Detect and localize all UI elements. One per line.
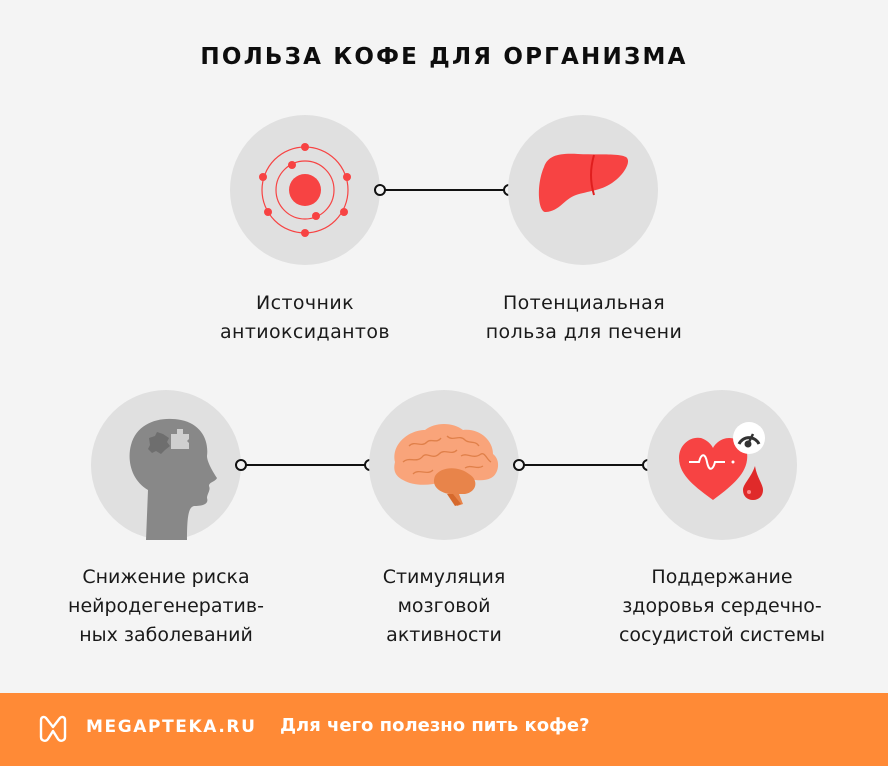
label-antioxidants: Источник антиоксидантов xyxy=(219,292,391,343)
head-puzzle-icon xyxy=(129,418,217,540)
atom-icon xyxy=(259,143,351,237)
connector-top xyxy=(374,184,515,196)
megapteka-logo-icon[interactable] xyxy=(38,715,68,743)
label-liver: Потенциальная польза для печени xyxy=(485,292,683,343)
connector-bottom-right xyxy=(513,459,654,471)
liver-circle xyxy=(508,115,658,265)
footer-banner: MEGAPTEKA.RU Для чего полезно пить кофе? xyxy=(0,693,888,766)
neuro-circle xyxy=(91,390,241,540)
brain-icon xyxy=(394,424,499,506)
footer-tagline: Для чего полезно пить кофе? xyxy=(280,715,590,736)
page-title: ПОЛЬЗА КОФЕ ДЛЯ ОРГАНИЗМА xyxy=(200,44,688,70)
label-brain: Стимуляция мозговой активности xyxy=(382,566,506,646)
antioxidants-circle xyxy=(230,115,380,265)
brand-name[interactable]: MEGAPTEKA.RU xyxy=(86,717,257,737)
heart-circle xyxy=(647,390,797,540)
label-neuro: Снижение риска нейродегенератив- ных заб… xyxy=(68,566,264,646)
label-heart: Поддержание здоровья сердечно- сосудисто… xyxy=(618,566,826,646)
brain-circle xyxy=(369,390,519,540)
heart-pressure-icon xyxy=(679,422,765,500)
liver-icon xyxy=(538,153,629,213)
connector-bottom-left xyxy=(235,459,376,471)
